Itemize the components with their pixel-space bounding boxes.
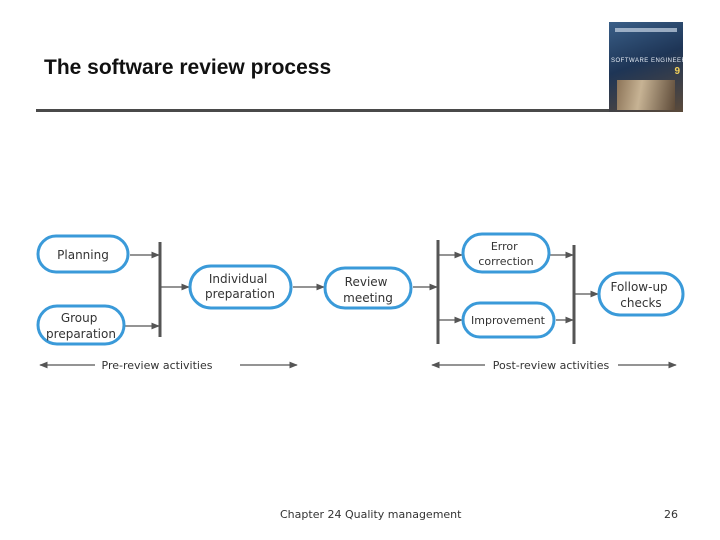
node-group-preparation (36, 304, 126, 346)
node-individual-preparation (188, 264, 293, 310)
title-divider (36, 109, 656, 112)
node-improvement-label: Improvement (471, 314, 546, 327)
node-follow-up-checks (597, 271, 685, 317)
pre-review-activities-label: Pre-review activities (102, 359, 213, 372)
node-review-meeting (323, 266, 413, 310)
node-follow-up-checks-label: Follow-up checks (610, 280, 671, 310)
cover-title: SOFTWARE ENGINEERING (611, 58, 683, 64)
node-group-preparation-label: Group preparation (46, 311, 116, 341)
cover-edition: 9 (674, 66, 680, 77)
node-improvement (461, 301, 556, 339)
slide-title: The software review process (44, 56, 332, 79)
footer-chapter-label: Chapter 24 Quality management (280, 508, 462, 521)
node-error-correction (461, 232, 551, 274)
node-review-meeting-label: Review meeting (343, 275, 393, 305)
post-review-activities-label: Post-review activities (493, 359, 610, 372)
node-error-correction-label: Error correction (478, 240, 533, 268)
node-individual-preparation-label: Individual preparation (205, 272, 275, 301)
book-cover-image: SOFTWARE ENGINEERING 9 (609, 22, 683, 112)
cover-artwork (617, 80, 675, 110)
page-number: 26 (664, 508, 678, 521)
node-planning-label: Planning (57, 248, 109, 262)
node-planning (36, 234, 130, 274)
cover-header-band (615, 28, 677, 32)
